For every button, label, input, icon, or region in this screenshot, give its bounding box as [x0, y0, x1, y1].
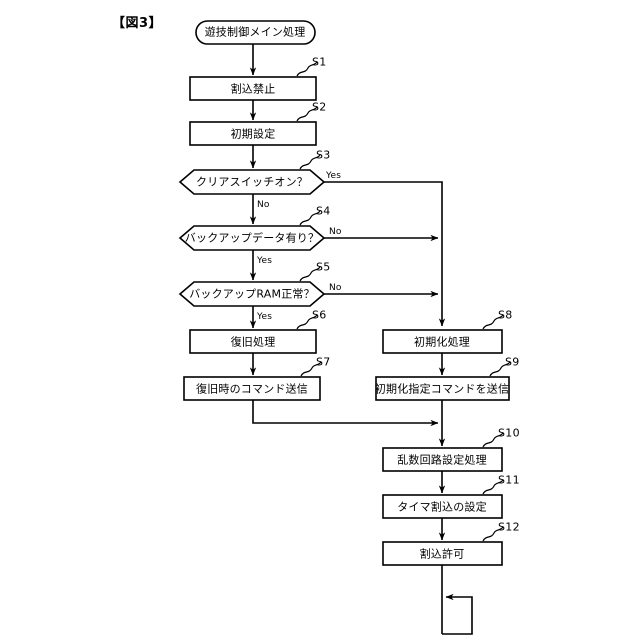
edge-loop-back [442, 593, 473, 635]
node-s3-shape [178, 169, 326, 195]
node-s1-label: 割込禁止 [230, 82, 276, 96]
step-label-s10: S10 [498, 426, 520, 440]
step-label-s12: S12 [498, 520, 520, 534]
step-label-s11: S11 [498, 473, 520, 487]
leader-s3 [299, 154, 321, 170]
leader-s1 [296, 61, 318, 77]
node-s10-label: 乱数回路設定処理 [397, 453, 487, 467]
branch-label-s3-no: No [257, 200, 270, 210]
leader-s4 [299, 210, 321, 226]
step-label-s7: S7 [316, 355, 331, 369]
step-label-s9: S9 [505, 355, 520, 369]
node-s7-shape [183, 376, 321, 401]
step-label-s5: S5 [316, 260, 331, 274]
branch-label-s5-no: No [329, 283, 342, 293]
node-start-shape [195, 20, 316, 45]
node-s4-label: バックアップデータ有り？ [184, 231, 320, 245]
node-s6-label: 復旧処理 [230, 335, 276, 349]
node-start-label: 遊技制御メイン処理 [204, 25, 306, 39]
node-s5-shape [178, 281, 326, 307]
node-s8-label: 初期化処理 [414, 335, 470, 349]
step-label-s4: S4 [316, 204, 331, 218]
leader-s2 [296, 106, 318, 122]
branch-label-s4-no: No [329, 227, 342, 237]
node-s3-label: クリアスイッチオン？ [196, 175, 308, 189]
leader-s7 [300, 361, 322, 377]
node-s2-label: 初期設定 [230, 127, 276, 141]
step-label-s2: S2 [312, 100, 327, 114]
node-s4-shape [178, 225, 326, 251]
node-s11-label: タイマ割込の設定 [397, 500, 487, 514]
leader-s10 [482, 432, 504, 448]
leader-s6 [296, 314, 318, 330]
node-s7-label: 復旧時のコマンド送信 [196, 382, 308, 396]
node-s9-label: 初期化指定コマンドを送信 [374, 382, 510, 396]
step-label-s8: S8 [498, 308, 513, 322]
step-label-s1: S1 [312, 55, 327, 69]
leader-s12 [482, 526, 504, 542]
leader-s9 [489, 361, 511, 377]
figure-label: 【図3】 [112, 16, 163, 31]
branch-label-s3-yes: Yes [326, 171, 342, 181]
node-s5-label: バックアップRAM正常？ [189, 287, 315, 301]
step-label-s3: S3 [316, 148, 331, 162]
edge-s7-to-trunk [252, 400, 439, 427]
node-s12-label: 割込許可 [419, 547, 465, 561]
edge-s3-yes-to-trunk [324, 181, 446, 327]
branch-label-s5-yes: Yes [257, 312, 273, 322]
branch-label-s4-yes: Yes [257, 256, 273, 266]
step-label-s6: S6 [312, 308, 327, 322]
leader-s11 [482, 479, 504, 495]
leader-s5 [299, 266, 321, 282]
leader-s8 [482, 314, 504, 330]
